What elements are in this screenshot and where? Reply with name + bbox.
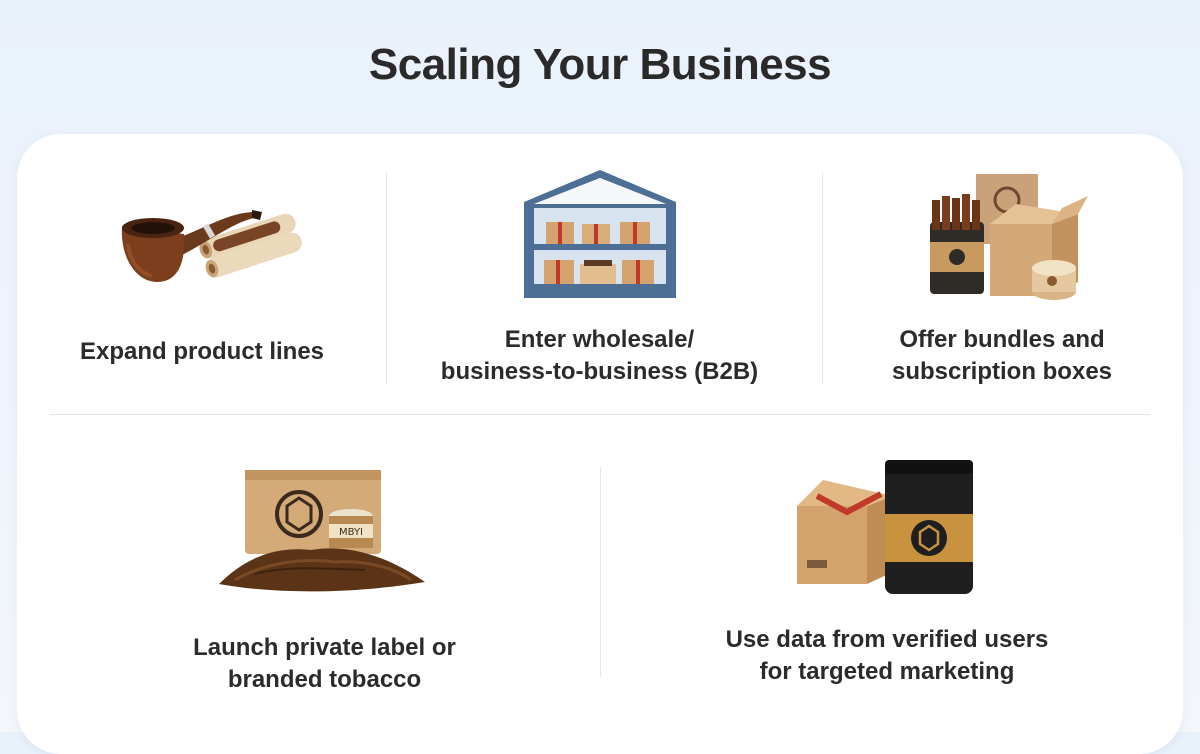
- bundle-boxes-icon: [930, 174, 1088, 300]
- feature-private-label: MBYI Launch private label or branded tob…: [77, 462, 572, 696]
- feature-wholesale-b2b: Enter wholesale/ business-to-business (B…: [402, 164, 797, 388]
- feature-label: Offer bundles and subscription boxes: [891, 326, 1113, 385]
- divider-vertical: [822, 172, 823, 384]
- divider-vertical: [600, 466, 601, 678]
- features-row-bottom: MBYI Launch private label or branded tob…: [17, 456, 1183, 693]
- feature-label: Enter wholesale/ business-to-business (B…: [440, 326, 759, 385]
- pipe-and-cigars-icon: [121, 210, 302, 282]
- features-row-top: Expand product lines Enter whole: [17, 164, 1183, 385]
- features-card: Expand product lines Enter whole: [17, 134, 1183, 754]
- feature-bundles-subscriptions: Offer bundles and subscription boxes: [837, 164, 1167, 388]
- feature-label: Use data from verified users for targete…: [725, 626, 1049, 685]
- feature-label: Launch private label or branded tobacco: [193, 634, 456, 693]
- feature-expand-product-lines: Expand product lines: [37, 164, 367, 368]
- warehouse-shelves-icon: [523, 170, 676, 298]
- divider-horizontal: [50, 414, 1150, 415]
- feature-label: Expand product lines: [79, 338, 325, 365]
- feature-targeted-marketing: Use data from verified users for targete…: [637, 456, 1137, 688]
- branded-tobacco-pouch-icon: MBYI: [218, 470, 425, 592]
- package-and-pouch-icon: [797, 460, 973, 594]
- divider-vertical: [386, 172, 387, 384]
- page-title: Scaling Your Business: [368, 40, 832, 89]
- tin-label-text: MBYI: [339, 527, 363, 538]
